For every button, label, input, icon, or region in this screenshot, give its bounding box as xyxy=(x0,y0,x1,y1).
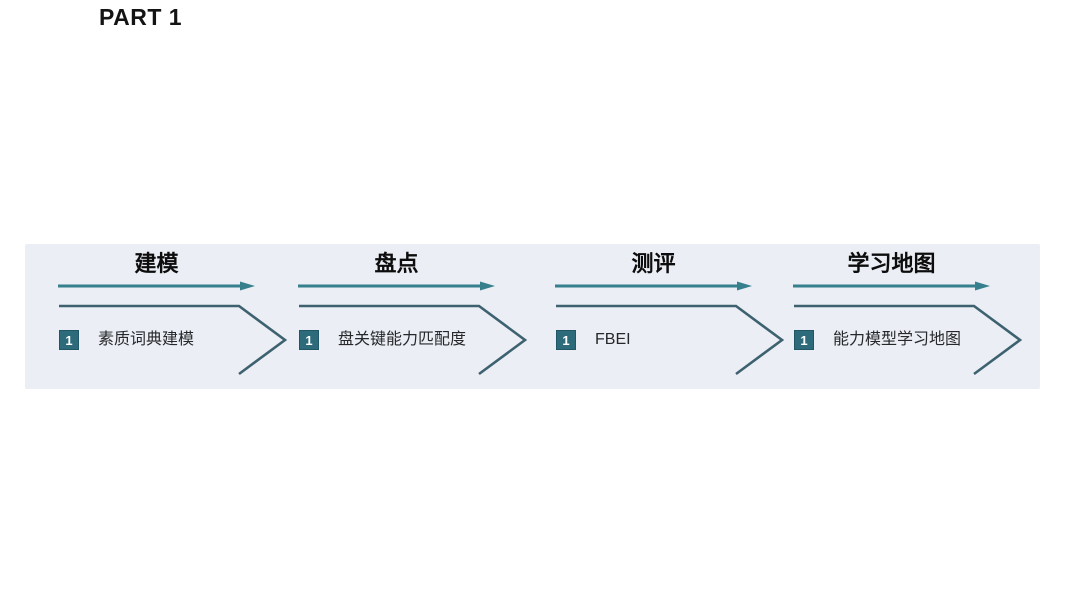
stage-chevron-icon xyxy=(299,304,528,376)
stage-item: 1 素质词典建模 xyxy=(59,330,194,350)
stage-item: 1 FBEI xyxy=(556,330,631,350)
flow-arrow-icon xyxy=(298,281,495,291)
flow-arrow-icon xyxy=(793,281,990,291)
flow-arrow-icon xyxy=(555,281,752,291)
stage-label: 测评 xyxy=(631,251,676,276)
stage-1: 建模 1 素质词典建模 xyxy=(58,244,288,389)
stage-chevron-icon xyxy=(556,304,785,376)
stage-label: 学习地图 xyxy=(847,251,936,276)
step-label: FBEI xyxy=(595,331,631,348)
step-label: 能力模型学习地图 xyxy=(833,331,962,348)
stage-label: 建模 xyxy=(134,251,179,276)
step-label: 盘关键能力匹配度 xyxy=(338,331,467,348)
step-number-badge: 1 xyxy=(556,330,576,350)
step-number-badge: 1 xyxy=(794,330,814,350)
stage-label: 盘点 xyxy=(374,251,419,276)
stage-3: 测评 1 FBEI xyxy=(555,244,785,389)
process-panel: 建模 1 素质词典建模 盘点 1 xyxy=(25,244,1040,389)
stage-chevron-icon xyxy=(59,304,288,376)
step-number-badge: 1 xyxy=(299,330,319,350)
stage-chevron-icon xyxy=(794,304,1023,376)
stage-item: 1 盘关键能力匹配度 xyxy=(299,330,466,350)
stage-item: 1 能力模型学习地图 xyxy=(794,330,961,350)
stage-2: 盘点 1 盘关键能力匹配度 xyxy=(298,244,528,389)
flow-arrow-icon xyxy=(58,281,255,291)
step-label: 素质词典建模 xyxy=(98,331,195,348)
step-number-badge: 1 xyxy=(59,330,79,350)
stage-4: 学习地图 1 能力模型学习地图 xyxy=(793,244,1023,389)
slide-title: PART 1 xyxy=(99,4,183,30)
